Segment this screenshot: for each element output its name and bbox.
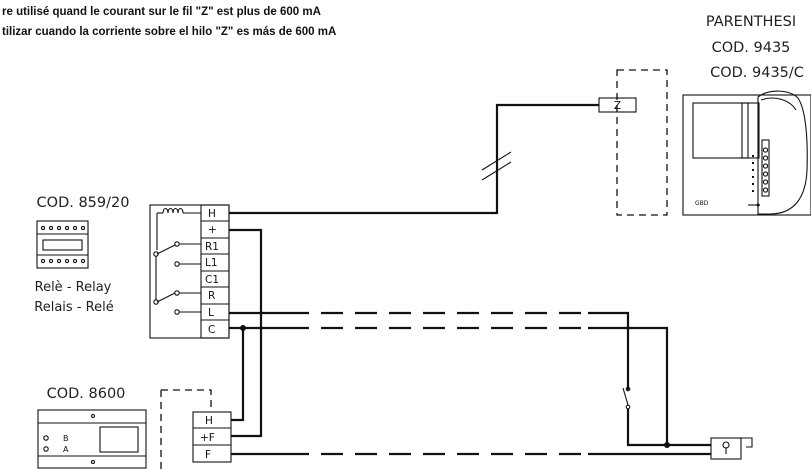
monitor-code: COD. 9435 bbox=[712, 40, 791, 56]
switch-contact bbox=[622, 387, 629, 406]
supply-led-a-label: A bbox=[63, 445, 69, 454]
supply-device bbox=[37, 409, 147, 469]
relay-label-fr-es: Relais - Relé bbox=[34, 300, 113, 315]
relay-terminal-h: H bbox=[208, 208, 216, 220]
z-terminal-label: Z bbox=[614, 100, 621, 112]
z-dashed-enclosure bbox=[616, 69, 668, 216]
relay-contact-2 bbox=[153, 285, 201, 315]
supply-code: COD. 8600 bbox=[47, 386, 126, 402]
supply-led-b-label: B bbox=[63, 434, 69, 443]
supply-terminal-h: H bbox=[205, 415, 213, 427]
wire-h-to-z bbox=[229, 103, 599, 215]
monitor-device: GBD bbox=[682, 90, 811, 216]
break-mark-2 bbox=[481, 161, 512, 181]
wire-plus-to-plusf bbox=[229, 228, 263, 438]
supply-terminal-plusf: +F bbox=[200, 432, 215, 444]
relay-code: COD. 859/20 bbox=[37, 195, 130, 211]
relay-terminal-l: L bbox=[208, 307, 214, 319]
relay-terminal-l1: L1 bbox=[205, 257, 218, 269]
break-mark-1 bbox=[481, 151, 512, 171]
monitor-brand: GBD bbox=[695, 200, 709, 207]
relay-terminal-r: R bbox=[208, 290, 215, 302]
relay-terminal-r1: R1 bbox=[205, 241, 219, 253]
relay-coil bbox=[156, 207, 201, 222]
relay-terminal-plus: + bbox=[208, 224, 217, 236]
electric-lock-icon bbox=[710, 437, 753, 460]
wires bbox=[229, 103, 711, 456]
wire-switch-to-lock bbox=[626, 409, 711, 447]
note-french: re utilisé quand le courant sur le fil "… bbox=[2, 6, 321, 18]
supply-terminal-f: F bbox=[205, 449, 211, 461]
monitor-name: PARENTHESI bbox=[706, 14, 796, 30]
note-spanish: tilizar cuando la corriente sobre el hil… bbox=[2, 26, 336, 38]
wire-h-to-c bbox=[231, 328, 245, 422]
relay-device bbox=[36, 220, 89, 269]
wire-l-to-switch bbox=[588, 311, 630, 390]
supply-dashed-enclosure bbox=[160, 389, 212, 473]
supply-terminal-block: H +F F bbox=[192, 411, 232, 463]
relay-label-it-en: Relè - Relay bbox=[35, 280, 112, 295]
wire-c-to-lock bbox=[588, 326, 669, 445]
monitor-code-c: COD. 9435/C bbox=[710, 65, 804, 81]
relay-terminal-c1: C1 bbox=[205, 274, 219, 286]
relay-terminal-c: C bbox=[208, 324, 215, 336]
relay-terminal-block: H + R1 L1 C1 R L C bbox=[200, 204, 230, 339]
relay-contact-1 bbox=[153, 222, 201, 285]
